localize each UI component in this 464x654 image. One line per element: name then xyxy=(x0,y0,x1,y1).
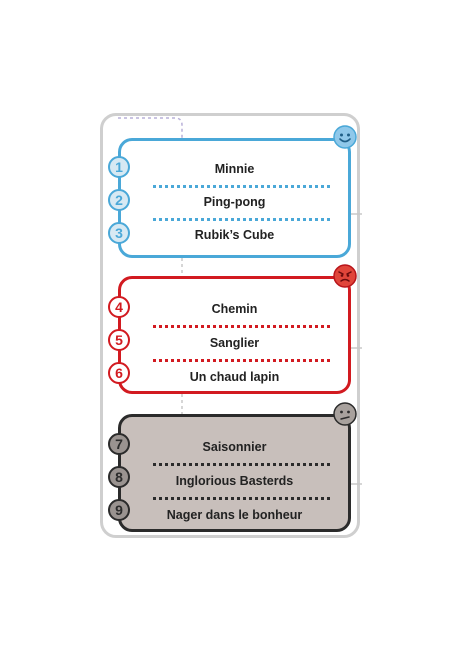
dotted-separator xyxy=(153,497,330,500)
item-label-3: Rubik’s Cube xyxy=(194,228,275,242)
happy-face-icon xyxy=(333,125,357,149)
section-sad: Saisonnier Inglorious Basterds Nager dan… xyxy=(118,414,351,532)
item-label-5: Sanglier xyxy=(209,336,260,350)
number-badge-3: 3 xyxy=(108,222,130,244)
item-label-1: Minnie xyxy=(214,162,255,176)
number-badge-9: 9 xyxy=(108,499,130,521)
number-badge-1: 1 xyxy=(108,156,130,178)
number-badge-6: 6 xyxy=(108,362,130,384)
dotted-separator xyxy=(153,185,330,188)
number-badge-5: 5 xyxy=(108,329,130,351)
dotted-separator xyxy=(153,359,330,362)
angry-face-icon xyxy=(333,264,357,288)
number-badge-2: 2 xyxy=(108,189,130,211)
number-badge-7: 7 xyxy=(108,433,130,455)
dotted-separator xyxy=(153,218,330,221)
section-angry: Chemin Sanglier Un chaud lapin xyxy=(118,276,351,394)
item-label-2: Ping-pong xyxy=(203,195,266,209)
item-label-4: Chemin xyxy=(211,302,258,316)
section-happy: Minnie Ping-pong Rubik’s Cube xyxy=(118,138,351,258)
dotted-separator xyxy=(153,463,330,466)
item-label-7: Saisonnier xyxy=(202,440,267,454)
item-label-9: Nager dans le bonheur xyxy=(166,508,303,522)
dotted-separator xyxy=(153,325,330,328)
item-label-6: Un chaud lapin xyxy=(189,370,280,384)
sad-face-icon xyxy=(333,402,357,426)
item-label-8: Inglorious Basterds xyxy=(175,474,294,488)
number-badge-8: 8 xyxy=(108,466,130,488)
number-badge-4: 4 xyxy=(108,296,130,318)
